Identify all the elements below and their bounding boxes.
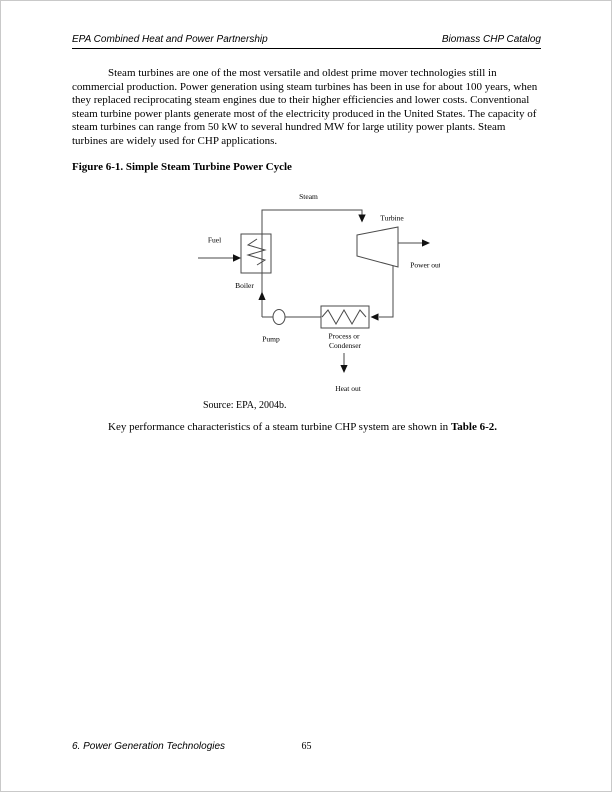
table-6-2-reference: Table 6-2. <box>450 421 497 433</box>
condenser-coil <box>321 308 367 326</box>
boiler-coil <box>246 238 267 266</box>
figure-6-1: Steam Turbine Fuel Boiler Pump Power out… <box>195 188 442 398</box>
boiler-label: Boiler <box>235 281 254 290</box>
figure-caption: Figure 6-1. Simple Steam Turbine Power C… <box>72 161 292 173</box>
closing-sentence: Key performance characteristics of a ste… <box>72 421 542 435</box>
page-footer: 6. Power Generation Technologies 65 <box>72 741 541 752</box>
closing-sentence-text: Key performance characteristics of a ste… <box>108 421 451 433</box>
footer-section-title: 6. Power Generation Technologies <box>72 741 226 752</box>
turbine-label: Turbine <box>380 214 404 223</box>
turbine-shape <box>356 226 399 268</box>
exhaust-arrowhead <box>370 313 379 321</box>
pump-label: Pump <box>262 335 280 344</box>
exhaust-pipe <box>379 266 394 318</box>
fuel-label: Fuel <box>208 236 221 245</box>
heat-out-arrowhead <box>340 365 348 373</box>
steam-pipe <box>261 209 363 317</box>
feedwater-arrowhead <box>258 291 266 300</box>
boiler-box <box>240 233 272 274</box>
heat-out-label: Heat out <box>335 384 362 393</box>
figure-source: Source: EPA, 2004b. <box>203 400 287 411</box>
pump-circle <box>272 309 286 325</box>
condenser-box <box>320 305 370 329</box>
power-out-label: Power out <box>410 261 440 270</box>
page-header: EPA Combined Heat and Power Partnership … <box>72 34 541 49</box>
page-number: 65 <box>301 741 312 752</box>
condenser-label: Condenser <box>329 341 362 350</box>
intro-paragraph: Steam turbines are one of the most versa… <box>72 67 538 147</box>
steam-label: Steam <box>299 192 318 201</box>
fuel-arrowhead <box>233 254 241 262</box>
steam-arrowhead <box>358 214 366 223</box>
power-out-arrowhead <box>422 239 430 247</box>
power-cycle-diagram: Steam Turbine Fuel Boiler Pump Power out… <box>198 192 442 393</box>
process-or-label: Process or <box>328 332 360 341</box>
header-left-title: EPA Combined Heat and Power Partnership <box>72 34 268 45</box>
header-right-title: Biomass CHP Catalog <box>441 34 541 45</box>
